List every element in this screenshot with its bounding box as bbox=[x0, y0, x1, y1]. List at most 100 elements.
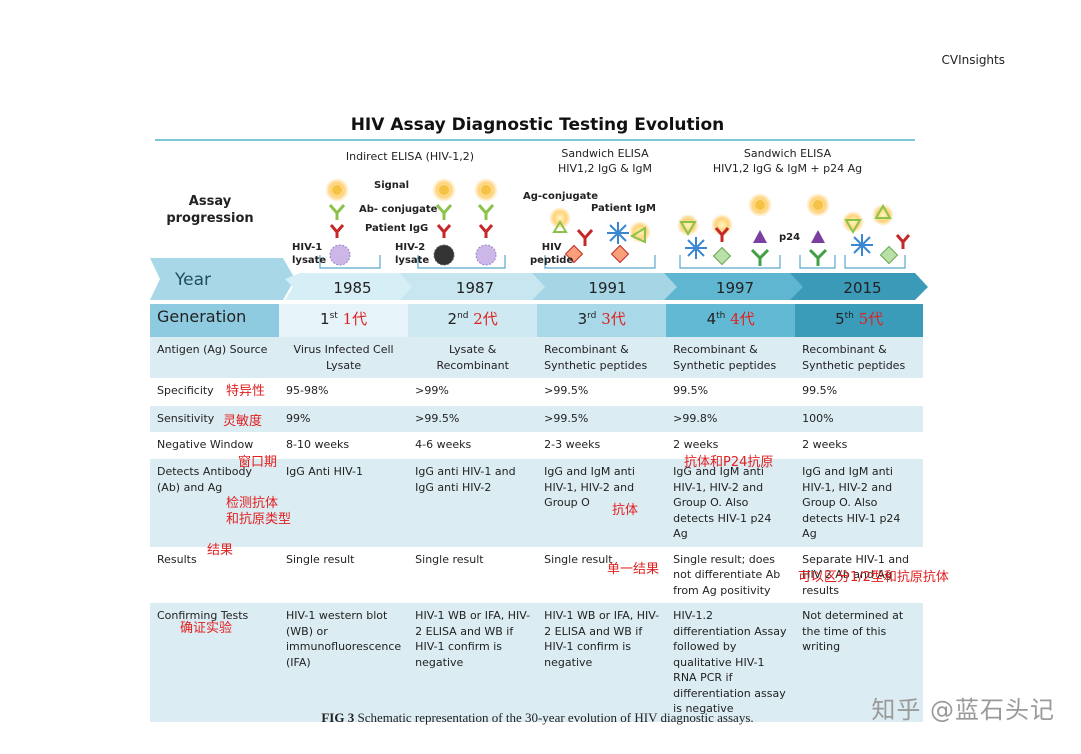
cell: 2-3 weeks bbox=[544, 438, 601, 451]
annotation-sensitivity: 灵敏度 bbox=[223, 414, 263, 429]
year-arrow bbox=[150, 258, 295, 300]
generation-4: 4th 4代 bbox=[666, 304, 796, 337]
annotation-detects-1: 检测抗体 bbox=[226, 496, 279, 511]
annotation-distinguish: 可以区分1/2型和抗原抗体 bbox=[798, 570, 949, 585]
cell: 2 weeks bbox=[673, 438, 719, 451]
title-divider bbox=[155, 139, 915, 141]
cell: >99.5% bbox=[415, 412, 460, 425]
row-label: Confirming Tests bbox=[157, 609, 249, 622]
comparison-table: Generation 1st 1代 2nd 2代 3rd 3代 4th 4代 5… bbox=[150, 304, 924, 722]
cell: 2 weeks bbox=[802, 438, 848, 451]
year-1985: 1985 bbox=[333, 279, 372, 297]
cell: Single result bbox=[286, 552, 355, 566]
cell: 4-6 weeks bbox=[415, 438, 472, 451]
row-antigen-source: Antigen (Ag) Source Virus Infected Cell … bbox=[150, 337, 924, 378]
row-label: Sensitivity bbox=[157, 412, 215, 425]
cell: HIV-1 WB or IFA, HIV-2 ELISA and WB if H… bbox=[544, 609, 660, 669]
row-confirming-tests: Confirming Tests HIV-1 western blot (WB)… bbox=[150, 603, 924, 722]
generation-1: 1st 1代 bbox=[279, 304, 409, 337]
cell: Single result bbox=[415, 552, 484, 566]
label-hiv-peptide-l2: peptide bbox=[530, 255, 574, 266]
gen-cn-label: 4代 bbox=[730, 310, 755, 328]
gen-cn-label: 1代 bbox=[342, 310, 368, 328]
header-sandwich-1-line2: HIV1,2 IgG & IgM bbox=[557, 162, 653, 175]
cell: IgG Anti HIV-1 bbox=[286, 465, 363, 478]
figure-title: HIV Assay Diagnostic Testing Evolution bbox=[350, 115, 725, 135]
header-indirect-elisa: Indirect ELISA (HIV-1,2) bbox=[345, 150, 475, 163]
gen-suffix: th bbox=[716, 311, 726, 321]
gen-number: 2 bbox=[447, 310, 458, 328]
annotation-confirm: 确证实验 bbox=[180, 621, 233, 636]
annotation-ab-p24: 抗体和P24抗原 bbox=[684, 455, 774, 470]
label-hiv-peptide: HIV peptide bbox=[530, 241, 573, 267]
caption-prefix: FIG 3 bbox=[321, 710, 355, 725]
header-sandwich-2: Sandwich ELISA HIV1,2 IgG & IgM + p24 Ag bbox=[700, 146, 875, 176]
annotation-window: 窗口期 bbox=[238, 455, 278, 470]
label-ab-conjugate: Ab- conjugate bbox=[359, 204, 438, 215]
caption-text: Schematic representation of the 30-year … bbox=[354, 710, 754, 725]
cell: >99.5% bbox=[544, 384, 589, 397]
row-label: Negative Window bbox=[157, 438, 254, 451]
cell: HIV-1 western blot (WB) or immunofluores… bbox=[286, 609, 402, 669]
cell: Single result bbox=[544, 552, 613, 566]
cell: Recombinant & Synthetic peptides bbox=[673, 343, 777, 372]
label-hiv1-lysate-l1: HIV-1 bbox=[292, 242, 323, 253]
gen-number: 5 bbox=[835, 310, 845, 328]
cell: 95-98% bbox=[286, 384, 329, 397]
cell: >99% bbox=[415, 384, 449, 397]
annotation-detects-2: 和抗原类型 bbox=[226, 512, 292, 527]
label-hiv-peptide-l1: HIV bbox=[541, 242, 562, 253]
label-ag-conjugate: Ag-conjugate bbox=[523, 191, 598, 202]
cell: 99.5% bbox=[802, 384, 838, 397]
row-negative-window: Negative Window 8-10 weeks 4-6 weeks 2-3… bbox=[150, 432, 924, 459]
year-1987: 1987 bbox=[455, 279, 495, 297]
row-specificity: Specificity 95-98% >99% >99.5% 99.5% 99.… bbox=[150, 378, 924, 406]
cell: HIV-1 WB or IFA, HIV-2 ELISA and WB if H… bbox=[415, 609, 531, 669]
cell: Separate HIV-1 and HIV 2 Ab and Ag resul… bbox=[802, 552, 910, 597]
header-sandwich-1-line1: Sandwich ELISA bbox=[561, 147, 649, 160]
cell: >99.8% bbox=[673, 412, 718, 425]
annotation-single: 单一结果 bbox=[607, 562, 660, 577]
cell: Virus Infected Cell Lysate bbox=[293, 343, 394, 372]
cell: Single result; does not differentiate Ab… bbox=[673, 552, 781, 597]
year-label: Year bbox=[175, 270, 211, 290]
label-hiv2-lysate-l1: HIV-2 bbox=[395, 242, 426, 253]
cell: 100% bbox=[802, 412, 834, 425]
gen-cn-label: 5代 bbox=[858, 310, 884, 328]
brand-label: CVInsights bbox=[941, 53, 1006, 67]
label-p24: p24 bbox=[779, 232, 801, 243]
gen-suffix: th bbox=[844, 311, 854, 321]
cell: Not determined at the time of this writi… bbox=[802, 609, 904, 653]
row-detects: Detects Antibody (Ab) and Ag IgG Anti HI… bbox=[150, 459, 924, 547]
label-hiv1-lysate-l2: lysate bbox=[292, 255, 327, 266]
header-sandwich-1: Sandwich ELISA HIV1,2 IgG & IgM bbox=[540, 146, 670, 176]
gen-number: 4 bbox=[706, 310, 717, 328]
cell: 99% bbox=[286, 412, 311, 425]
cell: >99.5% bbox=[544, 412, 589, 425]
annotation-antibody: 抗体 bbox=[612, 503, 639, 518]
gen-cn-label: 3代 bbox=[601, 310, 626, 328]
cell: IgG and IgM anti HIV-1, HIV-2 and Group … bbox=[673, 465, 772, 540]
annotation-results: 结果 bbox=[207, 543, 234, 558]
generation-2: 2nd 2代 bbox=[408, 304, 538, 337]
gen-suffix: st bbox=[329, 311, 338, 321]
generation-row: Generation 1st 1代 2nd 2代 3rd 3代 4th 4代 5… bbox=[150, 304, 924, 337]
row-sensitivity: Sensitivity 99% >99.5% >99.5% >99.8% 100… bbox=[150, 406, 924, 432]
row-label: Specificity bbox=[157, 384, 214, 397]
cell: 8-10 weeks bbox=[286, 438, 350, 451]
row-label: Results bbox=[157, 552, 197, 566]
gen-suffix: rd bbox=[587, 311, 597, 321]
label-signal: Signal bbox=[374, 180, 410, 191]
generation-5: 5th 5代 bbox=[795, 304, 924, 337]
cell: IgG and IgM anti HIV-1, HIV-2 and Group … bbox=[544, 465, 635, 509]
generation-label: Generation bbox=[150, 304, 279, 337]
assay-progression-label: Assay progression bbox=[166, 194, 254, 226]
year-2015: 2015 bbox=[843, 279, 882, 297]
cell: IgG anti HIV-1 and IgG anti HIV-2 bbox=[415, 465, 516, 494]
cell: Recombinant & Synthetic peptides bbox=[544, 343, 648, 372]
annotation-specificity: 特异性 bbox=[226, 384, 266, 399]
gen-number: 3 bbox=[577, 310, 588, 328]
row-label: Detects Antibody (Ab) and Ag bbox=[157, 465, 252, 494]
